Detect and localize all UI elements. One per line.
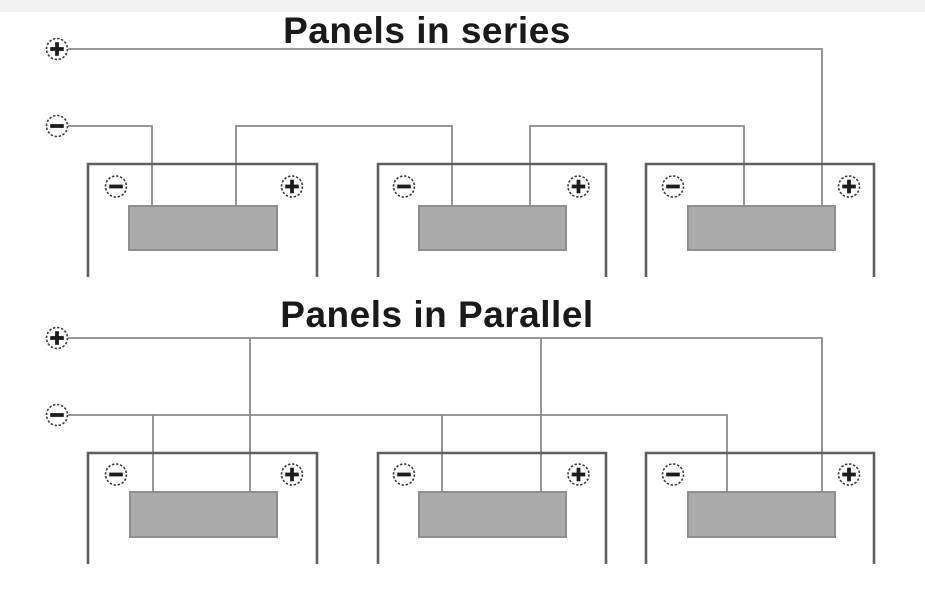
plus-terminal-icon: [566, 462, 591, 487]
minus-terminal-icon: [103, 174, 129, 199]
junction-box: [687, 491, 836, 538]
junction-box: [418, 491, 567, 538]
plus-terminal-icon: [279, 174, 305, 199]
panel-outline: [644, 451, 876, 564]
junction-box: [128, 205, 278, 251]
series-title: Panels in series: [283, 10, 571, 51]
plus-terminal-icon: [566, 174, 591, 199]
parallel-negative-bus-wire: [68, 414, 728, 492]
minus-terminal-icon: [391, 174, 417, 199]
series-section: Panels in series: [44, 10, 876, 277]
plus-terminal-icon: [836, 174, 862, 199]
minus-terminal-icon: [660, 174, 686, 199]
series-link-wire-2: [529, 125, 745, 206]
panel-outline: [644, 162, 876, 277]
top-edge-strip: [0, 0, 925, 12]
minus-terminal-icon: [103, 462, 129, 487]
parallel-negative-output-terminal-icon: [44, 402, 70, 428]
parallel-title: Panels in Parallel: [280, 294, 593, 335]
panel-outline: [86, 451, 319, 564]
junction-box: [418, 205, 567, 251]
parallel-positive-bus-wire: [68, 337, 823, 492]
minus-terminal-icon: [660, 462, 686, 487]
plus-terminal-icon: [279, 462, 305, 487]
parallel-panel-3: [644, 451, 876, 564]
series-link-wire-1: [235, 125, 453, 206]
parallel-panel-2: [376, 451, 608, 564]
panel-outline: [86, 162, 319, 277]
series-positive-wire: [68, 48, 823, 206]
parallel-section: Panels in Parallel: [44, 294, 876, 564]
parallel-positive-output-terminal-icon: [44, 325, 70, 351]
series-negative-wire: [68, 125, 153, 206]
panel-outline: [376, 451, 608, 564]
parallel-panel-1: [86, 451, 319, 564]
series-panel-1: [86, 162, 319, 277]
junction-box: [129, 491, 278, 538]
series-panel-2: [376, 162, 608, 277]
junction-box: [687, 205, 836, 251]
panel-outline: [376, 162, 608, 277]
series-positive-output-terminal-icon: [44, 36, 70, 62]
series-negative-output-terminal-icon: [44, 113, 70, 139]
minus-terminal-icon: [391, 462, 417, 487]
series-panel-3: [644, 162, 876, 277]
plus-terminal-icon: [836, 462, 862, 487]
